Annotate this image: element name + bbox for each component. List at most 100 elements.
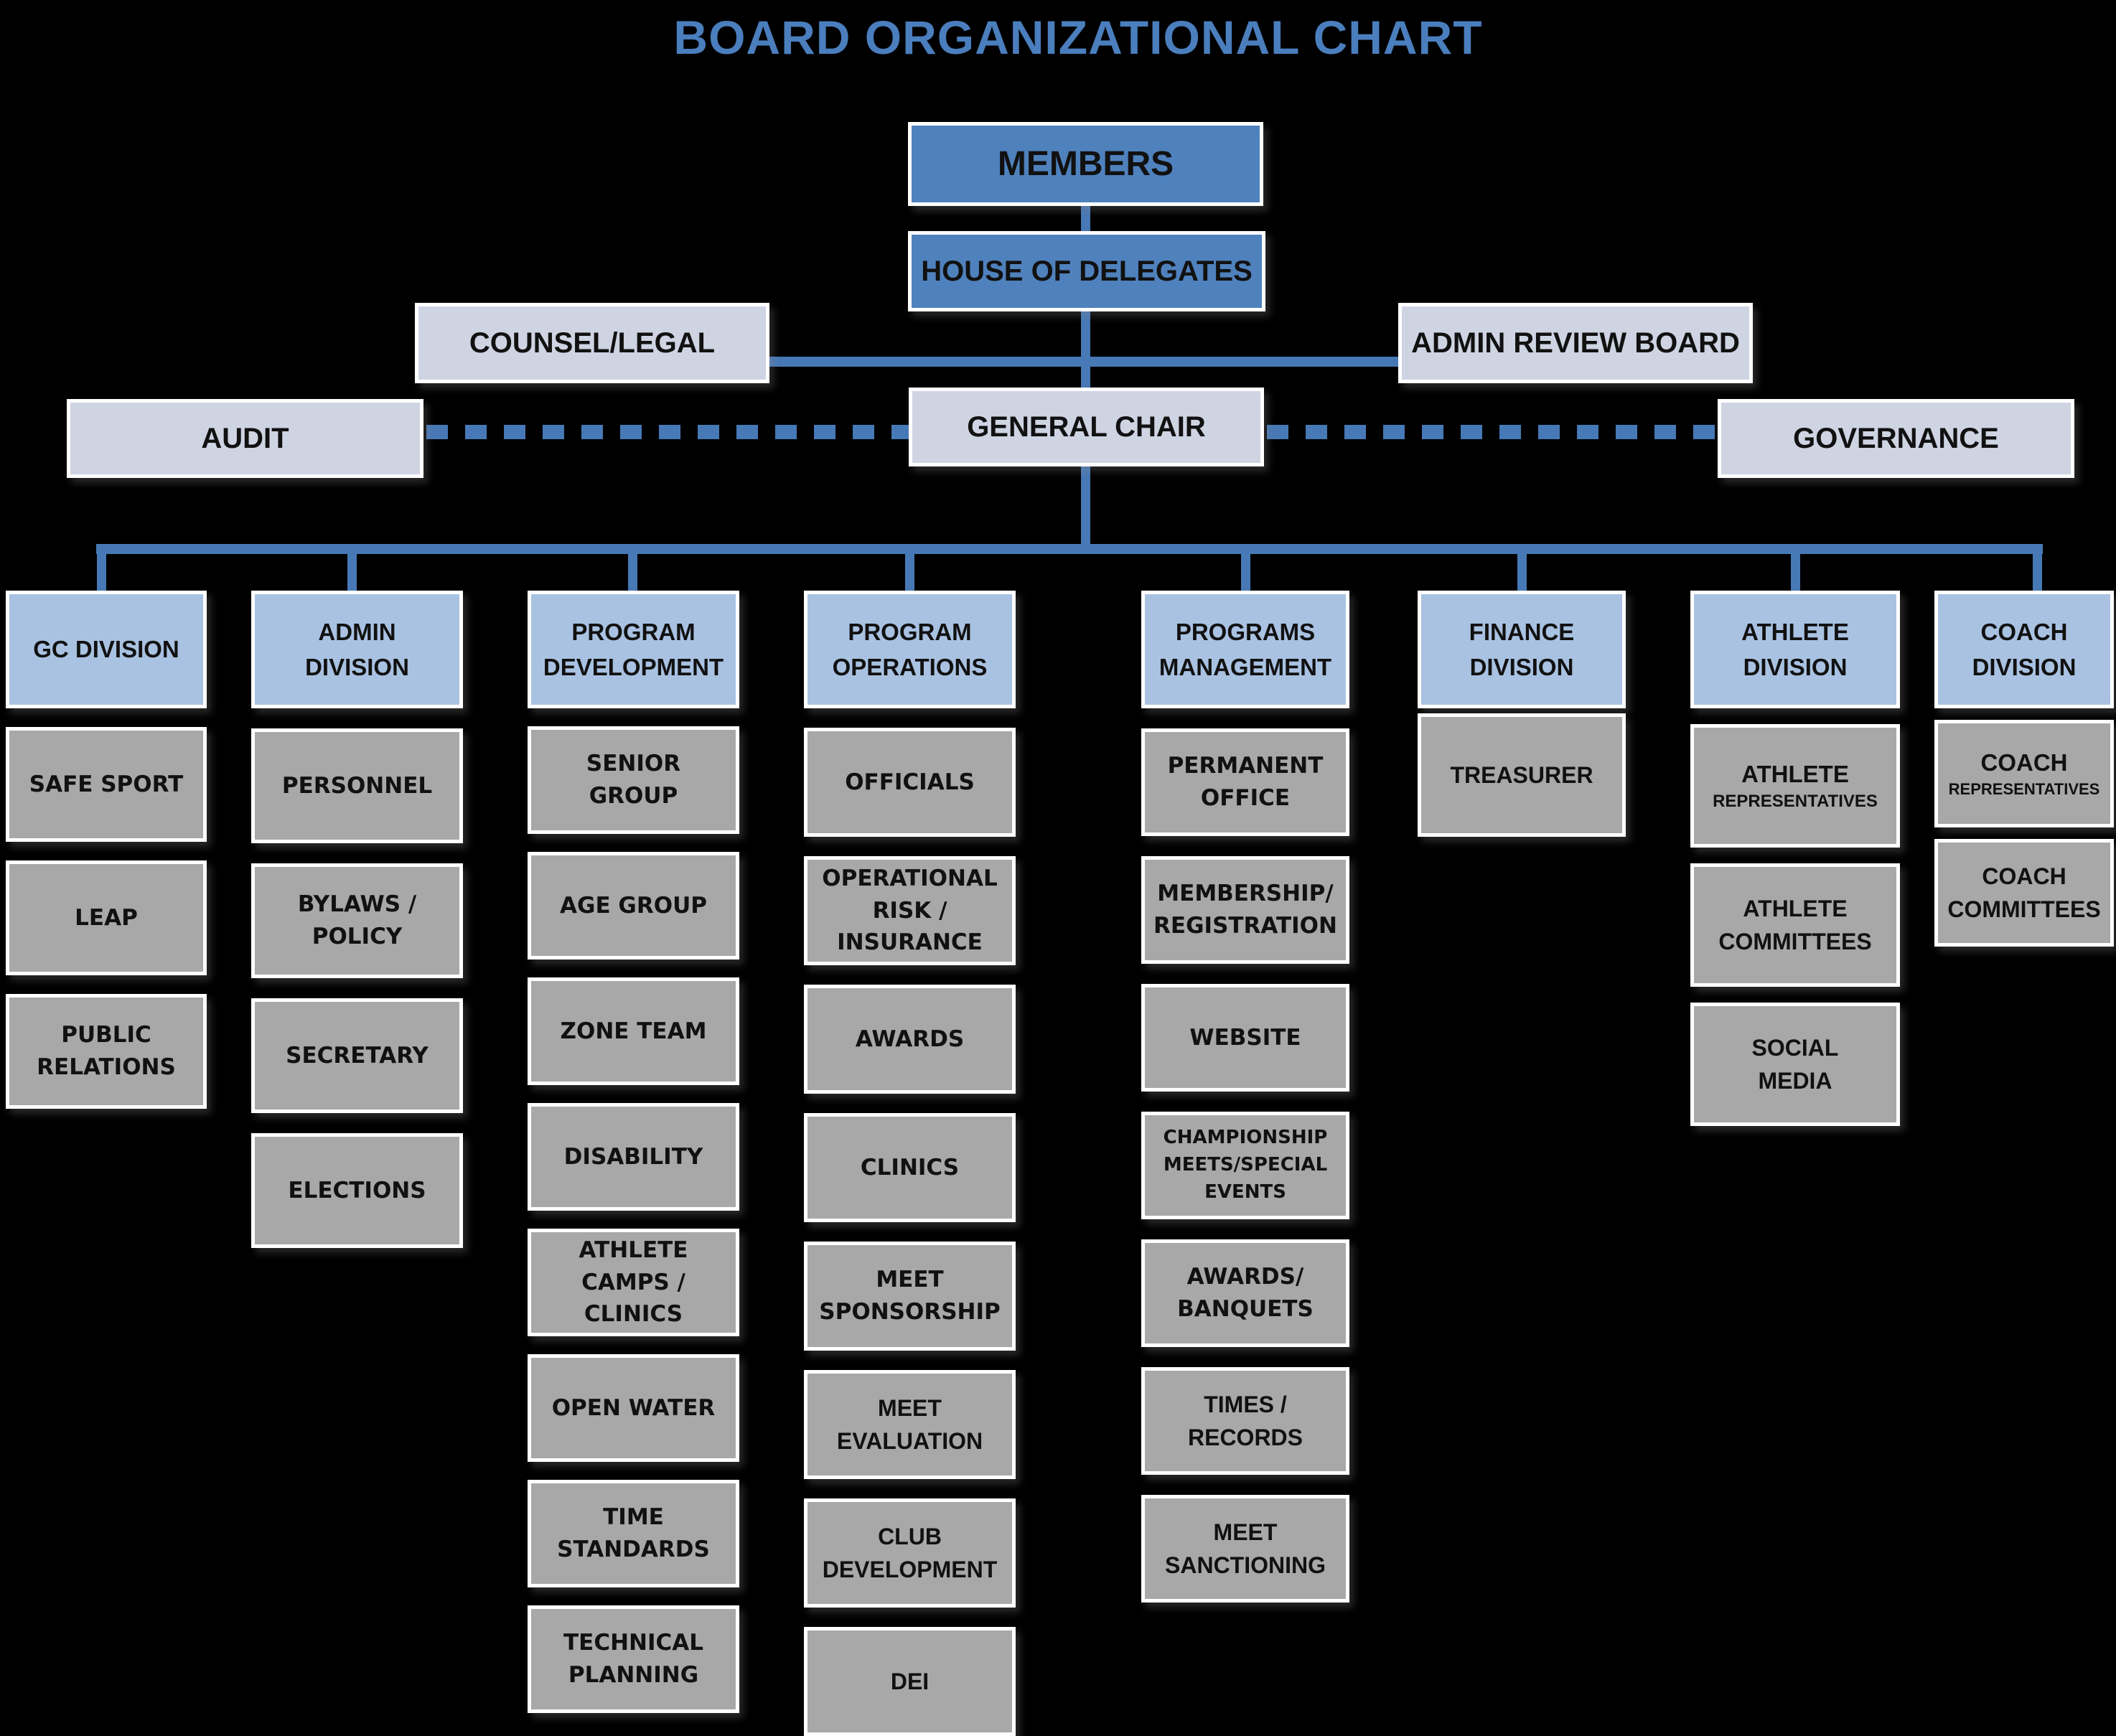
box-program-operations-header: PROGRAM OPERATIONS (804, 591, 1016, 708)
box-gc-division-header: GC DIVISION (6, 591, 207, 708)
box-house-of-delegates: HOUSE OF DELEGATES (908, 231, 1265, 311)
admin-review-board-label: ADMIN REVIEW BOARD (1411, 327, 1740, 359)
dashed-connector-general-chair-to-governance (1267, 425, 1723, 439)
box-time-standards: TIME STANDARDS (528, 1480, 739, 1587)
athlete-division-label: ATHLETE DIVISION (1741, 618, 1849, 681)
programs-management-label: PROGRAMS MANAGEMENT (1158, 618, 1332, 681)
box-membership-registration: MEMBERSHIP/ REGISTRATION (1141, 856, 1349, 964)
box-general-chair: GENERAL CHAIR (909, 388, 1264, 466)
column-gc-division: GC DIVISION SAFE SPORT LEAP PUBLIC RELAT… (6, 591, 207, 1109)
box-athlete-representatives: ATHLETE REPRESENTATIVES (1690, 724, 1900, 848)
box-athlete-division-header: ATHLETE DIVISION (1690, 591, 1900, 708)
connector-general-chair-to-bus (1081, 466, 1090, 554)
box-meet-sanctioning: MEET SANCTIONING (1141, 1495, 1349, 1603)
connector-stub-programs-management (1241, 549, 1250, 593)
connector-house-to-general-chair (1081, 311, 1090, 390)
social-media-label: SOCIAL MEDIA (1751, 1034, 1839, 1094)
meet-sponsorship-label: MEET SPONSORSHIP (819, 1267, 1001, 1325)
box-championship-meets-special-events: CHAMPIONSHIP MEETS/SPECIAL EVENTS (1141, 1112, 1349, 1219)
box-permanent-office: PERMANENT OFFICE (1141, 728, 1349, 836)
gc-division-label: GC DIVISION (33, 636, 179, 663)
connector-stub-finance-division (1517, 549, 1527, 593)
connector-stub-athlete-division (1791, 549, 1800, 593)
program-development-label: PROGRAM DEVELOPMENT (543, 618, 724, 681)
technical-planning-label: TECHNICAL PLANNING (563, 1630, 703, 1688)
column-finance-division: FINANCE DIVISION TREASURER (1418, 591, 1626, 837)
box-treasurer: TREASURER (1418, 713, 1626, 837)
disability-label: DISABILITY (563, 1143, 703, 1170)
box-bylaws-policy: BYLAWS / POLICY (251, 863, 463, 978)
athlete-representatives-line1: ATHLETE (1741, 760, 1849, 787)
senior-group-label: SENIOR GROUP (586, 751, 681, 809)
box-meet-sponsorship: MEET SPONSORSHIP (804, 1242, 1016, 1351)
coach-representatives-line1: COACH (1980, 749, 2068, 776)
box-social-media: SOCIAL MEDIA (1690, 1003, 1900, 1126)
box-open-water: OPEN WATER (528, 1354, 739, 1462)
operational-risk-insurance-label: OPERATIONAL RISK / INSURANCE (822, 865, 998, 956)
clinics-label: CLINICS (860, 1154, 960, 1181)
box-secretary: SECRETARY (251, 998, 463, 1113)
box-disability: DISABILITY (528, 1103, 739, 1211)
box-awards-banquets: AWARDS/ BANQUETS (1141, 1239, 1349, 1347)
connector-stub-gc-division (97, 549, 106, 593)
box-safe-sport: SAFE SPORT (6, 727, 207, 842)
coach-committees-label: COACH COMMITTEES (1947, 863, 2101, 922)
secretary-label: SECRETARY (286, 1042, 429, 1069)
dashed-connector-audit-to-general-chair (426, 425, 909, 439)
column-programs-management: PROGRAMS MANAGEMENT PERMANENT OFFICE MEM… (1141, 591, 1349, 1603)
box-counsel-legal: COUNSEL/LEGAL (415, 303, 769, 383)
box-public-relations: PUBLIC RELATIONS (6, 994, 207, 1109)
public-relations-label: PUBLIC RELATIONS (37, 1022, 176, 1080)
finance-division-label: FINANCE DIVISION (1469, 618, 1575, 681)
safe-sport-label: SAFE SPORT (29, 771, 184, 797)
club-development-label: CLUB DEVELOPMENT (822, 1523, 998, 1582)
box-admin-review-board: ADMIN REVIEW BOARD (1398, 303, 1753, 383)
box-athlete-camps-clinics: ATHLETE CAMPS / CLINICS (528, 1229, 739, 1336)
championship-meets-special-events-label: CHAMPIONSHIP MEETS/SPECIAL EVENTS (1163, 1127, 1328, 1203)
box-personnel: PERSONNEL (251, 728, 463, 843)
zone-team-label: ZONE TEAM (560, 1018, 707, 1044)
treasurer-label: TREASURER (1450, 761, 1593, 788)
chart-title: BOARD ORGANIZATIONAL CHART (673, 11, 1483, 64)
awards-banquets-label: AWARDS/ BANQUETS (1177, 1264, 1314, 1322)
box-clinics: CLINICS (804, 1113, 1016, 1222)
meet-evaluation-label: MEET EVALUATION (836, 1394, 983, 1454)
box-audit: AUDIT (67, 399, 423, 478)
box-members: MEMBERS (908, 122, 1263, 206)
membership-registration-label: MEMBERSHIP/ REGISTRATION (1153, 881, 1337, 939)
coach-representatives-line2: REPRESENTATIVES (1948, 780, 2100, 799)
box-finance-division-header: FINANCE DIVISION (1418, 591, 1626, 708)
admin-division-label: ADMIN DIVISION (305, 618, 409, 681)
box-club-development: CLUB DEVELOPMENT (804, 1498, 1016, 1608)
leap-label: LEAP (75, 904, 138, 931)
column-admin-division: ADMIN DIVISION PERSONNEL BYLAWS / POLICY… (251, 591, 463, 1248)
athlete-representatives-line2: REPRESENTATIVES (1713, 792, 1878, 812)
connector-stub-coach-division (2033, 549, 2042, 593)
program-operations-label: PROGRAM OPERATIONS (832, 618, 988, 681)
box-times-records: TIMES / RECORDS (1141, 1367, 1349, 1475)
box-operational-risk-insurance: OPERATIONAL RISK / INSURANCE (804, 856, 1016, 965)
box-dei: DEI (804, 1627, 1016, 1736)
box-meet-evaluation: MEET EVALUATION (804, 1370, 1016, 1479)
box-coach-representatives: COACH REPRESENTATIVES (1934, 720, 2114, 827)
connector-members-to-house (1081, 206, 1090, 235)
column-program-operations: PROGRAM OPERATIONS OFFICIALS OPERATIONAL… (804, 591, 1016, 1736)
box-program-development-header: PROGRAM DEVELOPMENT (528, 591, 739, 708)
connector-stub-program-development (628, 549, 637, 593)
connector-stub-program-operations (905, 549, 914, 593)
audit-label: AUDIT (201, 422, 289, 454)
elections-label: ELECTIONS (288, 1177, 426, 1204)
times-records-label: TIMES / RECORDS (1187, 1391, 1303, 1450)
coach-division-label: COACH DIVISION (1972, 618, 2077, 681)
athlete-committees-label: ATHLETE COMMITTEES (1718, 895, 1872, 954)
age-group-label: AGE GROUP (560, 892, 707, 919)
column-athlete-division: ATHLETE DIVISION ATHLETE REPRESENTATIVES… (1690, 591, 1900, 1126)
members-label: MEMBERS (997, 145, 1174, 183)
dei-label: DEI (890, 1668, 930, 1694)
counsel-legal-label: COUNSEL/LEGAL (469, 327, 716, 359)
box-athlete-committees: ATHLETE COMMITTEES (1690, 863, 1900, 987)
box-website: WEBSITE (1141, 984, 1349, 1092)
time-standards-label: TIME STANDARDS (557, 1504, 710, 1562)
box-coach-division-header: COACH DIVISION (1934, 591, 2114, 708)
house-of-delegates-label: HOUSE OF DELEGATES (921, 255, 1253, 287)
